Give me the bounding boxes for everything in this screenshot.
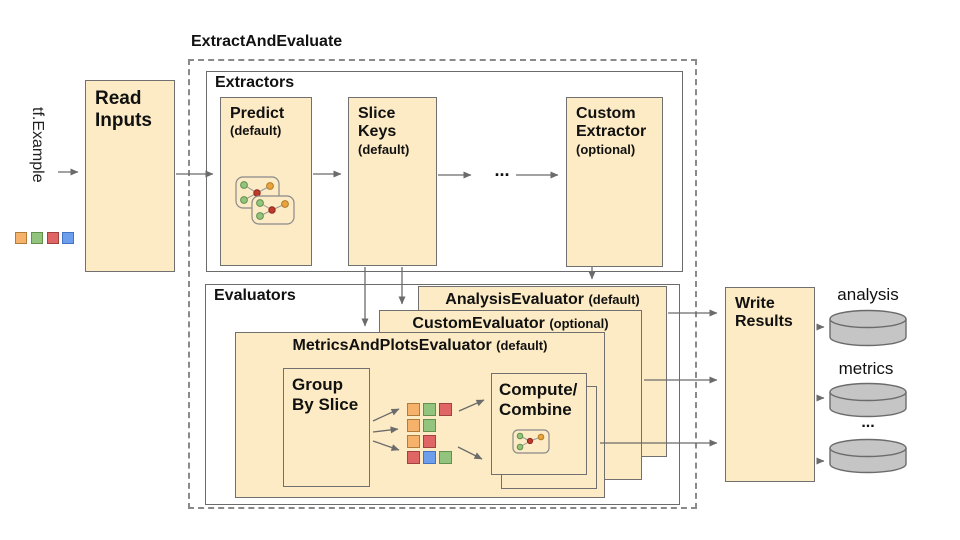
predict-label: Predict (230, 105, 285, 122)
group-by-slice-box: Group By Slice (283, 368, 370, 487)
extractor-chain-ellipsis: ... (494, 160, 510, 180)
metrics-database-icon (829, 382, 907, 418)
predict-sublabel: (default) (230, 123, 282, 139)
metrics-and-plots-evaluator-title: MetricsAndPlotsEvaluator (default) (292, 337, 548, 354)
evaluators-label: Evaluators (214, 287, 296, 304)
input-square (31, 232, 43, 244)
slice-square (423, 451, 436, 464)
group-by-slice-label: Group By Slice (292, 375, 359, 414)
custom-evaluator-title: CustomEvaluator (optional) (412, 315, 609, 332)
slice-square (407, 435, 420, 448)
output-metrics-label: metrics (838, 359, 894, 378)
other-database-icon (829, 438, 907, 474)
slice-square (407, 419, 420, 432)
slice-square (439, 403, 452, 416)
extractors-label: Extractors (215, 74, 295, 91)
analysis-evaluator-title: AnalysisEvaluator (default) (445, 291, 640, 308)
custom-extractor-box: Custom Extractor (optional) (566, 97, 663, 267)
read-inputs-label: Read Inputs (95, 88, 152, 131)
input-square (15, 232, 27, 244)
slice-square (439, 451, 452, 464)
slice-keys-sublabel: (default) (358, 141, 410, 157)
slice-square (423, 403, 436, 416)
custom-extractor-label: Custom Extractor (576, 105, 647, 141)
slice-keys-extractor-box: Slice Keys (default) (348, 97, 437, 266)
write-results-label: Write Results (735, 295, 793, 331)
diagram-title: ExtractAndEvaluate (191, 33, 343, 50)
read-inputs-box: Read Inputs (85, 80, 175, 272)
output-analysis-label: analysis (837, 285, 899, 304)
tf-example-label: tf.Example (29, 107, 46, 183)
extract-and-evaluate-container (188, 59, 697, 509)
slice-square (407, 403, 420, 416)
slice-square (407, 451, 420, 464)
analysis-database-icon (829, 309, 907, 347)
input-square (62, 232, 74, 244)
custom-extractor-sublabel: (optional) (576, 141, 636, 157)
write-results-box: Write Results (725, 287, 815, 482)
output-ellipsis-label: ... (861, 414, 875, 431)
compute-combine-label: Compute/ Combine (499, 380, 578, 419)
input-square (47, 232, 59, 244)
slice-square (423, 435, 436, 448)
compute-combine-box: Compute/ Combine (491, 373, 587, 475)
predict-extractor-box: Predict (default) (220, 97, 312, 266)
slice-keys-label: Slice Keys (358, 105, 397, 141)
slice-square (423, 419, 436, 432)
